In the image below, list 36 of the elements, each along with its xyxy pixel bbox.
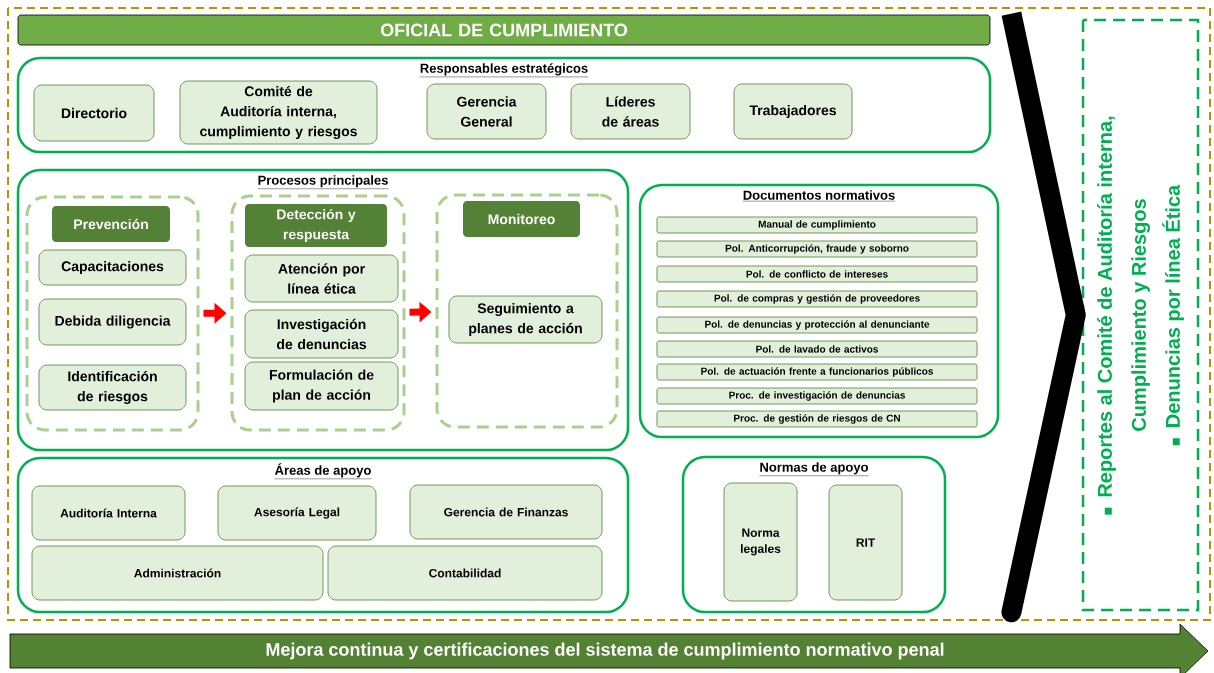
- report-box: Reportes al Comité de Auditoría interna, Cumplimiento y Riesgos Denuncias por línea Ética: [1081, 18, 1200, 612]
- document-row: Manual de cumplimiento: [656, 216, 978, 234]
- stage-header: Prevención: [52, 206, 170, 242]
- process-box: Comité de Auditoría interna, cumplimiento y riesgos: [179, 80, 378, 145]
- process-box: Trabajadores: [733, 83, 853, 140]
- document-row: Proc. de gestión de riesgos de CN: [656, 410, 978, 428]
- process-box: Seguimiento a planes de acción: [448, 295, 603, 344]
- process-box: Norma legales: [723, 482, 798, 602]
- document-row: Pol. de denuncias y protección al denunciante: [656, 316, 978, 334]
- process-box: Asesoría Legal: [217, 485, 377, 541]
- process-box: Contabilidad: [327, 545, 603, 601]
- document-row: Pol. de actuación frente a funcionarios públicos: [656, 363, 978, 381]
- stage-header: Detección y respuesta: [245, 204, 387, 247]
- process-box: RIT: [828, 484, 903, 601]
- process-box: Debida diligencia: [38, 298, 187, 346]
- dashed-group: [230, 194, 406, 432]
- process-box: Capacitaciones: [38, 249, 187, 286]
- stage-header: Monitoreo: [463, 201, 580, 237]
- document-row: Pol. Anticorrupción, fraude y soborno: [656, 240, 978, 258]
- process-box: Investigación de denuncias: [244, 309, 399, 359]
- process-box: Atención por línea ética: [244, 254, 399, 303]
- dashed-group: [25, 195, 200, 432]
- process-box: Identificación de riesgos: [38, 364, 187, 411]
- process-box: Formulación de plan de acción: [244, 361, 399, 411]
- document-row: Pol. de conflicto de intereses: [656, 265, 978, 283]
- process-box: Gerencia General: [426, 83, 547, 140]
- process-box: Gerencia de Finanzas: [409, 484, 603, 540]
- document-row: Proc. de investigación de denuncias: [656, 387, 978, 405]
- process-box: Líderes de áreas: [570, 83, 691, 140]
- process-box: Directorio: [33, 84, 155, 142]
- process-box: Auditoría Interna: [31, 485, 186, 541]
- document-row: Pol. de lavado de activos: [656, 340, 978, 358]
- title-banner: OFICIAL DE CUMPLIMIENTO: [17, 14, 991, 46]
- process-box: Administración: [31, 545, 324, 601]
- document-row: Pol. de compras y gestión de proveedores: [656, 290, 978, 308]
- dashed-group: [435, 193, 619, 429]
